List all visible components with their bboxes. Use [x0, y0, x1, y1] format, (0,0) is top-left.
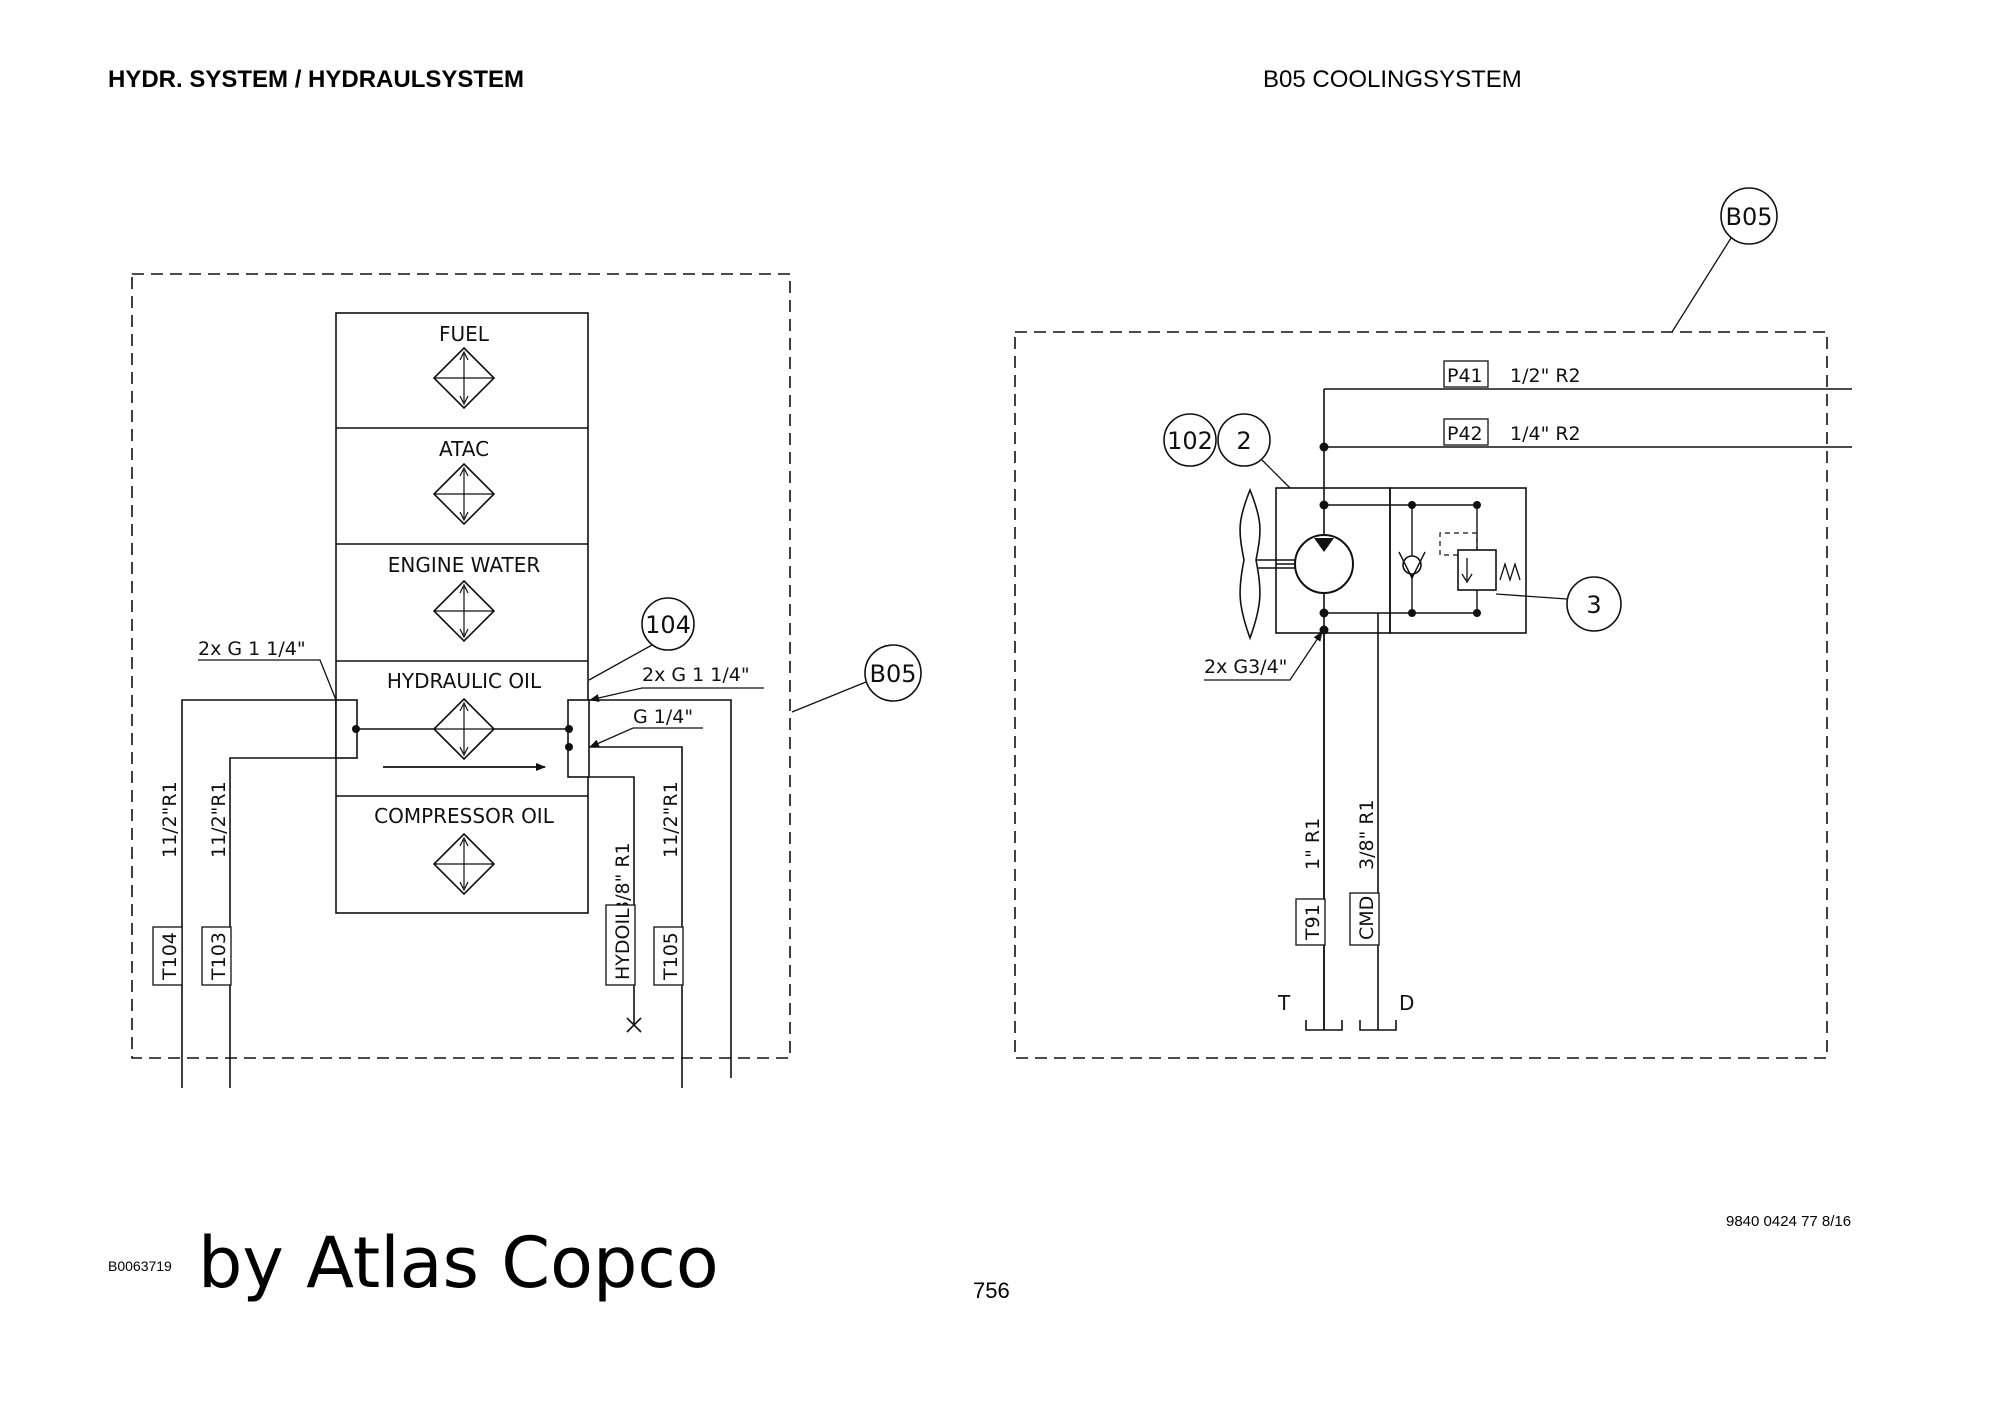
- callout-104-label: 104: [645, 611, 691, 639]
- port-p42-tag: P42: [1447, 423, 1483, 445]
- spring-icon: [1499, 561, 1521, 583]
- footer-brand: by Atlas Copco: [198, 1222, 719, 1304]
- callout-2-label: 2: [1236, 427, 1251, 455]
- right-boundary: [1014, 331, 1828, 1059]
- right-connection-label: 2x G 1 1/4": [642, 664, 750, 686]
- port-p41-tag: P41: [1447, 365, 1483, 387]
- pipe-end-cross-icon: [626, 1017, 642, 1033]
- pipe-cmd-tag: CMD: [1356, 896, 1378, 940]
- port-t-label: T: [1277, 991, 1291, 1015]
- pipe-t91-tag: T91: [1302, 904, 1324, 941]
- port-d-label: D: [1399, 991, 1414, 1015]
- pipe-return-outer: [589, 699, 732, 1078]
- g14-connection-label: G 1/4": [633, 706, 693, 728]
- pipe-t105-spec: 11/2"R1: [660, 781, 682, 858]
- pipe-t103: [229, 757, 336, 1088]
- footer-code: B0063719: [108, 1258, 172, 1274]
- callout-102-label: 102: [1167, 427, 1213, 455]
- section-engine-water-label: ENGINE WATER: [388, 553, 541, 577]
- pipe-cmd-spec: 3/8" R1: [1356, 799, 1378, 870]
- left-boundary: [131, 273, 791, 1059]
- heat-exchanger-icon: [433, 347, 495, 409]
- relief-valve-icon: [1457, 549, 1497, 591]
- heat-exchanger-icon: [433, 580, 495, 642]
- callout-102: [1163, 413, 1217, 467]
- section-atac-label: ATAC: [439, 437, 489, 461]
- valve-block: [1389, 487, 1527, 634]
- callout-104: [641, 597, 695, 651]
- callout-b05-right-label: B05: [1725, 203, 1772, 231]
- heat-exchanger-icon: [433, 833, 495, 895]
- port-p41-spec: 1/2" R2: [1510, 365, 1581, 387]
- callout-3: [1566, 576, 1622, 632]
- cooler-stack: [335, 312, 589, 914]
- page-title-left: HYDR. SYSTEM / HYDRAULSYSTEM: [108, 66, 525, 93]
- callout-b05-left: [864, 644, 922, 702]
- callout-3-label: 3: [1586, 591, 1601, 619]
- page-number: 756: [973, 1278, 1010, 1303]
- pipe-t105-tag: T105: [660, 932, 682, 981]
- pipe-t91-spec: 1" R1: [1302, 818, 1324, 870]
- heat-exchanger-icon: [433, 698, 495, 760]
- callout-2: [1217, 413, 1271, 467]
- fan-icon: [1239, 487, 1261, 641]
- pipe-t103-tag: T103: [208, 932, 230, 981]
- section-fuel-label: FUEL: [439, 322, 490, 346]
- page-title-right: B05 COOLINGSYSTEM: [1263, 66, 1522, 93]
- section-hydraulic-oil-label: HYDRAULIC OIL: [387, 669, 542, 693]
- motor-connection-label: 2x G3/4": [1204, 656, 1287, 678]
- left-connection-label: 2x G 1 1/4": [198, 638, 306, 660]
- doc-number: 9840 0424 77 8/16: [1726, 1213, 1852, 1230]
- heat-exchanger-icon: [433, 463, 495, 525]
- port-p42-spec: 1/4" R2: [1510, 423, 1581, 445]
- section-compressor-oil-label: COMPRESSOR OIL: [374, 804, 555, 828]
- pipe-hydoil-tag: HYDOIL: [612, 908, 634, 980]
- callout-b05-right: [1720, 187, 1778, 245]
- pipe-t104-spec: 11/2"R1: [159, 781, 181, 858]
- callout-b05-left-label: B05: [869, 660, 916, 688]
- right-connection-block: [567, 699, 590, 778]
- pipe-t104-tag: T104: [159, 932, 181, 981]
- pipe-t103-spec: 11/2"R1: [208, 781, 230, 858]
- pipe-hydoil-spec: 3/8" R1: [612, 842, 634, 913]
